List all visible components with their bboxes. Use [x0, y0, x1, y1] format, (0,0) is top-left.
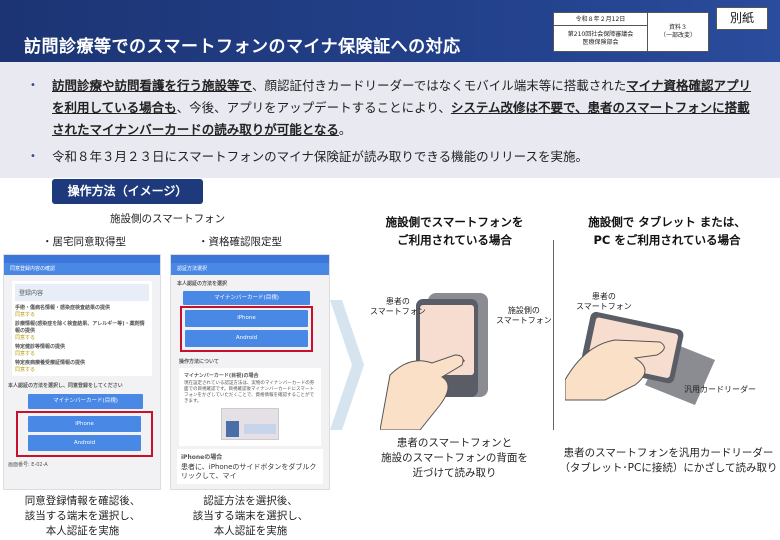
phone-screen-consent: 同意登録内容の確認 登録内容 手術・傷病名情報・感染症検査結果の提供 同意する …	[3, 254, 161, 490]
screen-title: 認証方法選択	[171, 263, 329, 275]
arrow-right-icon	[330, 300, 364, 430]
consent-item: 特定健診等情報の提供	[15, 344, 66, 350]
android-button[interactable]: Android	[185, 330, 308, 347]
about-heading: 操作方法について	[179, 359, 219, 365]
caption-line: 施設のスマートフォンの背面を	[381, 452, 528, 464]
page-title: 訪問診療等でのスマートフォンのマイナ保険証への対応	[24, 37, 461, 57]
type1-label: ・居宅同意取得型	[42, 236, 126, 248]
caption-line: （タブレット･PCに接続）にかざして読み取り	[559, 462, 778, 474]
bullet-dot: •	[30, 151, 36, 162]
doc-number: 資料３	[668, 24, 687, 31]
patient-phone-label: 患者のスマートフォン	[370, 297, 426, 317]
caption-line: 該当する端末を選択し、	[24, 510, 141, 522]
label-line: スマートフォン	[576, 302, 632, 311]
facility-phone-label: 施設側のスマートフォン	[496, 306, 552, 326]
type2-label: ・資格確認限定型	[198, 236, 282, 248]
consent-item: 手術・傷病名情報・感染症検査結果の提供	[15, 305, 111, 311]
caption-line: 同意登録情報を確認後、	[24, 495, 141, 507]
caption-line: 該当する端末を選択し、	[192, 510, 309, 522]
caption-line: 本人認証を実施	[213, 525, 288, 537]
phone-to-reader-illustration	[565, 311, 715, 405]
consent-item: 診療情報(感染症を除く検査結果、アレルギー等)・薬剤情報の提供	[15, 321, 145, 334]
caption-consent: 同意登録情報を確認後、該当する端末を選択し、本人認証を実施	[0, 494, 165, 539]
android-button[interactable]: Android	[28, 435, 141, 451]
screen-number: 画面番号: E-02-A	[8, 462, 48, 468]
caption-line: 患者のスマートフォンと	[396, 437, 513, 449]
agree-status: 同意する	[15, 351, 36, 357]
emphasis: システム改修は不要で、患者のスマートフォンに搭載されたマイナンバーカードの読み取…	[52, 100, 750, 137]
emphasis: マイナ資格確認アプリを利用している場合も	[52, 78, 752, 115]
caption-line: 認証方法を選択後、	[203, 495, 298, 507]
smartphone-case-heading: 施設側でスマートフォンをご利用されている場合	[362, 213, 547, 249]
iphone-button[interactable]: iPhone	[185, 310, 308, 327]
caption-line: 本人認証を実施	[45, 525, 120, 537]
tablet-case-heading: 施設側で タブレット または、 PC をご利用されている場合	[557, 213, 777, 249]
text: 、今後、アプリをアップデートすることにより、	[176, 100, 451, 115]
mynumber-card-button[interactable]: マイナンバーカード(目視)	[183, 291, 310, 305]
section-label: 操作方法（イメージ）	[52, 179, 203, 204]
agree-status: 同意する	[15, 335, 36, 341]
meeting-line2: 医療保険部会	[582, 38, 619, 46]
label-line: スマートフォン	[496, 316, 552, 325]
caption-line: 患者のスマートフォンを汎用カードリーダー	[563, 447, 774, 459]
smartphone-case-caption: 患者のスマートフォンと施設のスマートフォンの背面を近づけて読み取り	[362, 436, 547, 481]
phone-to-phone-illustration	[380, 293, 488, 430]
mynumber-card-image	[221, 408, 279, 440]
card-case-heading: マイナンバーカード(目視)の場合	[184, 373, 259, 379]
agree-status: 同意する	[15, 312, 36, 318]
iphone-button[interactable]: iPhone	[28, 416, 141, 432]
iphone-case-heading: iPhoneの場合	[181, 454, 223, 461]
facility-phone-label: 施設側のスマートフォン	[110, 213, 226, 225]
iphone-case-description: 患者に、iPhoneのサイドボタンをダブルクリックして、マイ	[181, 463, 317, 480]
patient-phone-label: 患者のスマートフォン	[576, 292, 632, 312]
consent-item: 特定疾病療養受療証情報の提供	[15, 360, 86, 366]
heading-line: 施設側でスマートフォンを	[385, 215, 524, 229]
section-heading: 登録内容	[15, 284, 149, 301]
label-line: 施設側の	[507, 306, 540, 315]
summary-band	[0, 62, 780, 178]
label-line: スマートフォン	[370, 307, 426, 316]
text: 、顔認証付きカードリーダーではなくモバイル端末等に搭載された	[252, 78, 627, 93]
phone-screen-auth-method: 認証方法選択 本人認証の方法を選択 マイナンバーカード(目視) iPhone A…	[170, 254, 330, 490]
caption-line: 近づけて読み取り	[412, 467, 497, 479]
heading-line: 施設側で タブレット または、	[588, 215, 746, 229]
document-info-table: 令和８年２月12日 第210回社会保障審議会医療保険部会 資料３（一部改変）	[553, 12, 709, 52]
text: 令和８年３月２３日にスマートフォンのマイナ保険証が読み取りできる機能のリリースを…	[52, 149, 589, 164]
caption-auth-method: 認証方法を選択後、該当する端末を選択し、本人認証を実施	[168, 494, 333, 539]
prompt: 本人認証の方法を選択	[177, 281, 228, 287]
prompt: 本人認証の方法を選択し、同意登録をしてください	[8, 383, 123, 389]
bullet-2: • 令和８年３月２３日にスマートフォンのマイナ保険証が読み取りできる機能のリリース…	[30, 146, 762, 168]
heading-line: ご利用されている場合	[397, 233, 512, 247]
bullet-1: • 訪問診療や訪問看護を行う施設等で、顔認証付きカードリーダーではなくモバイル端…	[30, 75, 762, 141]
label-line: 患者の	[385, 297, 410, 306]
card-reader-label: 汎用カードリーダー	[684, 385, 756, 394]
meeting-line1: 第210回社会保障審議会	[567, 30, 634, 38]
bullet-dot: •	[30, 80, 36, 91]
heading-line: PC をご利用されている場合	[593, 233, 741, 247]
attachment-label: 別紙	[716, 7, 768, 30]
screen-title: 同意登録内容の確認	[4, 263, 160, 275]
agree-status: 同意する	[15, 367, 36, 373]
emphasis: 訪問診療や訪問看護を行う施設等で	[52, 78, 253, 93]
divider	[553, 240, 554, 430]
date: 令和８年２月12日	[554, 13, 647, 26]
label-line: 患者の	[591, 292, 616, 301]
card-case-description: 現在設定されている認証方法は、実物のマイナンバーカードの券面での目視確認です。目…	[184, 381, 315, 404]
mynumber-card-button[interactable]: マイナンバーカード(目視)	[28, 394, 143, 409]
text: 。	[338, 122, 352, 137]
tablet-case-caption: 患者のスマートフォンを汎用カードリーダー （タブレット･PCに接続）にかざして読み…	[557, 446, 780, 476]
doc-note: （一部改変）	[659, 32, 696, 39]
